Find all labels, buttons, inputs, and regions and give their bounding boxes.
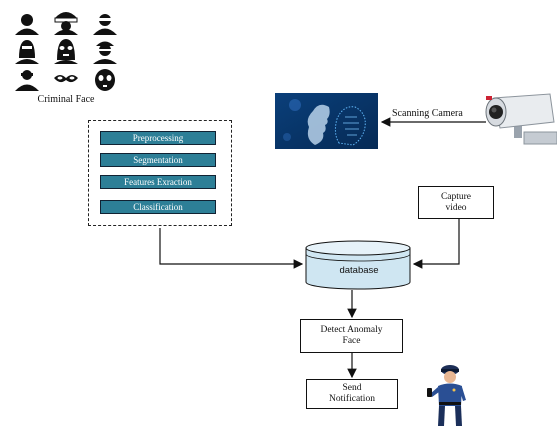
capture-video-line1: Capture	[440, 191, 472, 202]
step-features-extraction: Features Exraction	[100, 175, 216, 189]
database-cylinder	[305, 240, 411, 290]
sunglasses-criminal-icon	[15, 70, 39, 91]
step-classification: Classification	[100, 200, 216, 214]
cap-criminal-icon	[93, 41, 117, 64]
capture-video-box: Capture video	[418, 186, 494, 219]
detect-anomaly-line2: Face	[342, 336, 361, 346]
pipeline-to-database-arrow	[159, 228, 304, 269]
beanie-mask-criminal-icon	[54, 12, 78, 35]
masked-criminal-icon	[93, 14, 117, 35]
eye-mask-icon	[54, 75, 78, 83]
processing-pipeline-box: Preprocessing Segmentation Features Exra…	[88, 120, 232, 226]
criminal-face-caption: Criminal Face	[37, 94, 95, 105]
database-label: database	[339, 265, 379, 276]
capture-to-database-arrow	[412, 219, 460, 269]
capture-video-line2: video	[445, 202, 467, 213]
send-notification-box: Send Notification	[306, 379, 398, 409]
skull-mask-icon	[95, 69, 115, 91]
hooded-criminal-icon	[15, 14, 39, 35]
step-preprocessing: Preprocessing	[100, 131, 216, 145]
send-notification-line1: Send	[342, 383, 362, 394]
step-segmentation: Segmentation	[100, 153, 216, 167]
face-scan-image	[275, 93, 378, 149]
scanning-camera-label: Scanning Camera	[392, 108, 463, 119]
detect-anomaly-box: Detect Anomaly Face	[300, 319, 403, 353]
police-officer-icon	[427, 365, 466, 426]
ski-mask-criminal-icon	[54, 39, 78, 64]
send-notification-line2: Notification	[329, 394, 375, 404]
criminal-faces-icon-grid	[15, 12, 117, 91]
cctv-camera-icon	[485, 93, 557, 145]
detect-anomaly-line1: Detect Anomaly	[320, 325, 383, 336]
balaclava-criminal-icon	[15, 40, 39, 64]
